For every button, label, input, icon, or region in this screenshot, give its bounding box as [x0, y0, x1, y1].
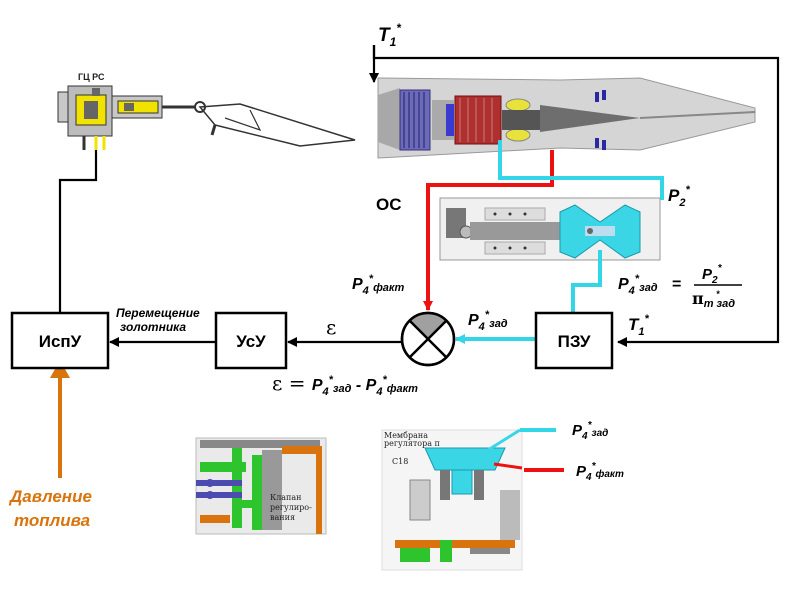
- formula-denominator: πт зад: [692, 289, 735, 310]
- membrane-regulator-drawing: [381, 428, 523, 571]
- os-label: ОС: [376, 195, 402, 214]
- p4-zad-label: P4*зад: [468, 309, 508, 333]
- usu-label: УсУ: [236, 332, 266, 351]
- pzu-label: ПЗУ: [558, 332, 591, 351]
- membrane-label-line2: регулятора π: [384, 439, 440, 448]
- fuel-pressure-label-line1: Давление: [8, 487, 92, 506]
- comparator-symbol: [400, 311, 456, 367]
- membrane-label-line1: Мембрана: [384, 431, 428, 440]
- formula-equals: =: [672, 276, 681, 293]
- formula-numerator: P2*: [702, 263, 723, 286]
- p2-to-pzu-line: [571, 250, 602, 312]
- t1-top-label: T1*: [378, 21, 402, 49]
- valve-label-line3: вания: [270, 513, 295, 522]
- c18-label: C18: [392, 457, 408, 466]
- epsilon-label: ε: [326, 315, 336, 339]
- hydraulic-cylinder-drawing: [57, 85, 356, 150]
- usu-block: [214, 311, 288, 370]
- p4-zad-legend-label: P4*зад: [572, 420, 608, 442]
- pressure-sensor-drawing: [439, 197, 661, 261]
- fuel-pressure-label-line2: топлива: [14, 511, 90, 530]
- ispu-block: [10, 311, 110, 370]
- p4-fact-legend-label: P4*факт: [576, 461, 624, 483]
- t1-pzu-label: T1*: [628, 313, 650, 338]
- epsilon-equation: ε = P4*зад - P4*факт: [272, 371, 418, 398]
- ispu-label: ИспУ: [39, 332, 82, 351]
- valve-label-line1: Клапан: [270, 493, 301, 502]
- spool-move-label-line1: Перемещение: [116, 306, 200, 320]
- regulating-valve-drawing: [195, 437, 327, 535]
- p4-fact-label: P4*факт: [352, 273, 405, 297]
- ispu-to-cylinder-line: [58, 150, 98, 313]
- spool-move-label-line2: золотника: [120, 320, 186, 334]
- formula-pi-star: *: [716, 289, 720, 299]
- p4-fact-line: [423, 150, 554, 311]
- p2-label: P2*: [668, 184, 690, 209]
- p2-line: [498, 140, 664, 200]
- pzu-block: [534, 311, 614, 370]
- engine-drawing: [377, 77, 756, 159]
- gc-rs-label: ГЦ РС: [78, 72, 105, 82]
- valve-label-line2: регулиро-: [270, 503, 312, 512]
- formula-lhs: P4*зад: [618, 273, 658, 297]
